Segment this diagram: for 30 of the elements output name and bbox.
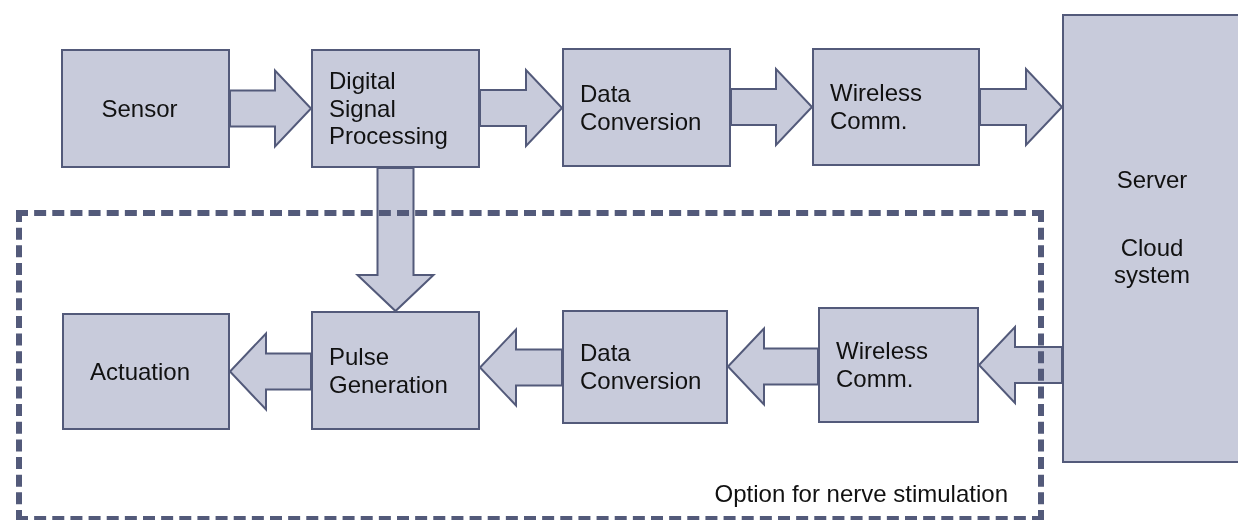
block-arrow — [977, 324, 1063, 406]
group-label: Option for nerve stimulation — [714, 480, 1008, 508]
server-box — [1062, 14, 1238, 463]
process-box — [311, 311, 480, 430]
block-arrow — [730, 66, 814, 148]
block-arrow — [979, 66, 1064, 148]
process-box — [61, 49, 230, 168]
process-box — [812, 48, 980, 166]
box-label: Digital Signal Processing — [329, 67, 449, 150]
box-label: Server — [1116, 166, 1188, 194]
box-label: Wireless Comm. — [830, 79, 923, 135]
block-arrow — [229, 68, 313, 149]
box-label: Actuation — [89, 357, 191, 386]
box-label: Data Conversion — [580, 79, 702, 136]
block-arrow — [355, 167, 436, 313]
box-label: Sensor — [101, 94, 178, 123]
block-arrow — [726, 326, 819, 407]
process-box — [562, 48, 731, 167]
process-box — [62, 313, 230, 430]
box-label: Cloud system — [1113, 233, 1191, 289]
process-box — [562, 310, 728, 424]
block-arrow — [478, 327, 563, 408]
box-label: Data Conversion — [580, 339, 702, 395]
process-box — [818, 307, 979, 423]
block-arrow — [479, 67, 564, 149]
process-box — [311, 49, 480, 168]
dashed-group-frame — [16, 210, 1044, 520]
box-label: Wireless Comm. — [836, 337, 929, 393]
block-arrow — [228, 331, 312, 412]
box-label: Pulse Generation — [329, 342, 449, 399]
